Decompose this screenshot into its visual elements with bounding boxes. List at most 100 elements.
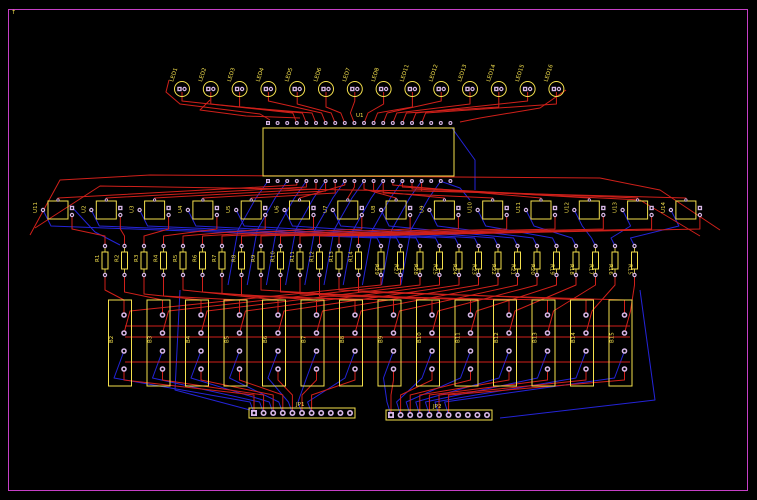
button-b8[interactable]: B8 (339, 299, 363, 387)
button-pad-drill (238, 313, 241, 317)
button-b12[interactable]: B12 (493, 299, 517, 387)
transistor-u4[interactable]: U4 (178, 198, 220, 220)
ic-pin-top-drill (372, 122, 375, 124)
resistor-r14[interactable]: R14 (349, 243, 362, 278)
button-b14[interactable]: B14 (570, 299, 594, 387)
resistor-r16[interactable]: R16 (607, 243, 619, 278)
resistor-r10[interactable]: R10 (271, 243, 284, 278)
resistor-r19[interactable]: R19 (549, 243, 560, 278)
resistor-r24[interactable]: R24 (451, 243, 463, 278)
transistor-body (337, 200, 359, 220)
led-led14[interactable]: LED14 (486, 63, 507, 97)
button-b6[interactable]: B6 (262, 299, 286, 387)
transistor-u8[interactable]: U8 (371, 198, 413, 220)
led-pad-anode-drill (437, 88, 440, 90)
transistor-u5[interactable]: U5 (226, 198, 268, 220)
transistor-u2[interactable]: U2 (81, 198, 123, 220)
button-body (377, 299, 402, 387)
resistor-body (572, 251, 580, 270)
led-led4[interactable]: LED4 (256, 67, 277, 97)
led-led1[interactable]: LED1 (169, 67, 190, 97)
led-led16[interactable]: LED16 (544, 63, 565, 97)
button-b3[interactable]: B3 (146, 299, 171, 387)
resistor-r12[interactable]: R12 (310, 243, 323, 278)
transistor-u11[interactable]: U11 (516, 198, 558, 220)
resistor-r28[interactable]: R28 (412, 243, 424, 278)
led-led13[interactable]: LED13 (457, 63, 478, 97)
button-b7[interactable]: B7 (300, 299, 325, 387)
header-jp2[interactable]: JP2 (385, 404, 493, 421)
resistor-pad-drill (516, 245, 519, 247)
resistor-r17[interactable]: R17 (588, 243, 599, 278)
button-pad-drill (469, 331, 472, 335)
resistor-r25[interactable]: R25 (432, 243, 443, 278)
resistor-r9[interactable]: R9 (251, 243, 265, 278)
transistor-u13[interactable]: U13 (613, 198, 654, 220)
transistor-u6[interactable]: U6 (275, 198, 316, 220)
resistor-r15[interactable]: R15 (627, 243, 638, 278)
resistor-pad-drill (555, 245, 558, 247)
led-led3[interactable]: LED3 (227, 67, 248, 97)
resistor-r18[interactable]: R18 (568, 243, 580, 278)
transistor-pad-drill (264, 207, 267, 209)
button-b5[interactable]: B5 (223, 299, 248, 387)
resistor-r8[interactable]: R8 (232, 243, 245, 278)
button-pad-drill (584, 331, 588, 335)
button-b11[interactable]: B11 (454, 299, 479, 387)
resistor-pad-drill (279, 274, 282, 276)
resistor-r27[interactable]: R27 (393, 243, 404, 278)
header-pin-drill (348, 411, 352, 415)
transistor-u14[interactable]: U14 (661, 198, 703, 220)
led-pad-cathode-drill (413, 88, 416, 90)
resistor-r22[interactable]: R22 (490, 243, 502, 278)
led-led5[interactable]: LED5 (284, 67, 306, 97)
ic-pin-bottom-drill (372, 180, 375, 182)
led-led11[interactable]: LED11 (400, 64, 421, 97)
led-led12[interactable]: LED12 (428, 64, 450, 97)
resistor-r7[interactable]: R7 (212, 243, 226, 278)
transistor-u3[interactable]: U3 (130, 198, 171, 220)
transistor-u12[interactable]: U12 (564, 198, 606, 220)
led-led6[interactable]: LED6 (313, 67, 334, 97)
transistor-u11[interactable]: U11 (33, 198, 75, 220)
resistor-r1[interactable]: R1 (95, 243, 109, 278)
resistor-r13[interactable]: R13 (329, 243, 343, 278)
resistor-pad-drill (575, 274, 577, 276)
button-pad-drill (315, 349, 318, 353)
button-b9[interactable]: B9 (377, 299, 402, 387)
resistor-r3[interactable]: R3 (134, 243, 148, 278)
resistor-r6[interactable]: R6 (193, 243, 206, 278)
header-jp1[interactable]: JP1 (248, 402, 356, 419)
transistor-u7[interactable]: U7 (323, 198, 364, 220)
transistor-pad-drill (119, 207, 122, 209)
resistor-r2[interactable]: R2 (115, 243, 128, 278)
button-b4[interactable]: B4 (185, 299, 209, 387)
button-b2[interactable]: B2 (108, 299, 132, 387)
led-led8[interactable]: LED8 (371, 67, 392, 97)
transistor-u10[interactable]: U10 (468, 198, 509, 220)
resistor-r29[interactable]: R29 (373, 243, 385, 278)
resistor-body (257, 251, 265, 270)
resistor-r20[interactable]: R20 (529, 243, 541, 278)
led-led2[interactable]: LED2 (198, 67, 219, 97)
led-led7[interactable]: LED7 (342, 67, 363, 97)
resistor-r21[interactable]: R21 (510, 243, 521, 278)
ic-u1[interactable]: U1 (262, 113, 455, 183)
ic-pin-top-drill (382, 122, 385, 124)
resistor-pad-drill (279, 245, 282, 247)
transistor-u9[interactable]: U9 (419, 198, 461, 220)
resistor-r4[interactable]: R4 (154, 243, 167, 278)
header-pin-drill (389, 413, 393, 417)
resistor-pad-drill (555, 274, 558, 276)
resistor-r11[interactable]: R11 (290, 243, 304, 278)
button-b15[interactable]: B15 (608, 299, 633, 387)
button-b10[interactable]: B10 (416, 299, 440, 387)
resistor-r23[interactable]: R23 (471, 243, 482, 278)
led-led15[interactable]: LED15 (515, 63, 536, 97)
button-b13[interactable]: B13 (531, 299, 556, 387)
ic-pin-bottom-drill (430, 180, 433, 182)
transistor-label: U7 (323, 205, 329, 213)
resistor-r5[interactable]: R5 (173, 243, 187, 278)
transistor-label: U10 (468, 201, 474, 213)
